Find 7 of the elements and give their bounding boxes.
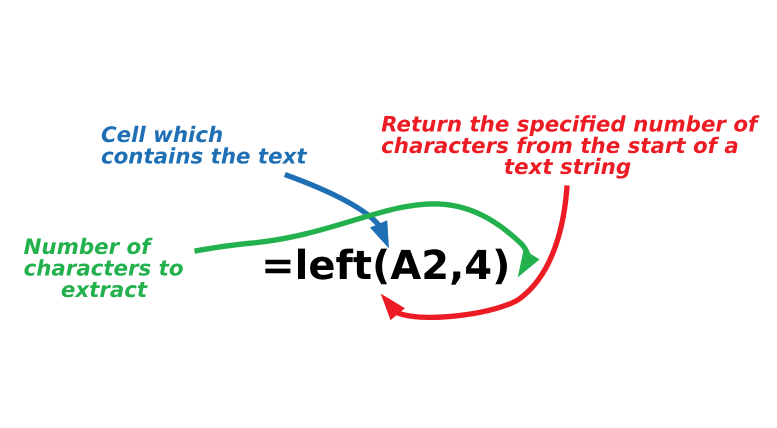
arrow [284, 172, 389, 249]
node-text: Return the specified number of characters from the start of a text string [381, 112, 758, 180]
node-text: Number of characters to extract [24, 235, 184, 303]
node-text: Cell which contains the text [100, 123, 307, 170]
arrow [194, 201, 540, 278]
arrow [380, 185, 570, 320]
node-text: =left(A2,4) [261, 243, 510, 290]
